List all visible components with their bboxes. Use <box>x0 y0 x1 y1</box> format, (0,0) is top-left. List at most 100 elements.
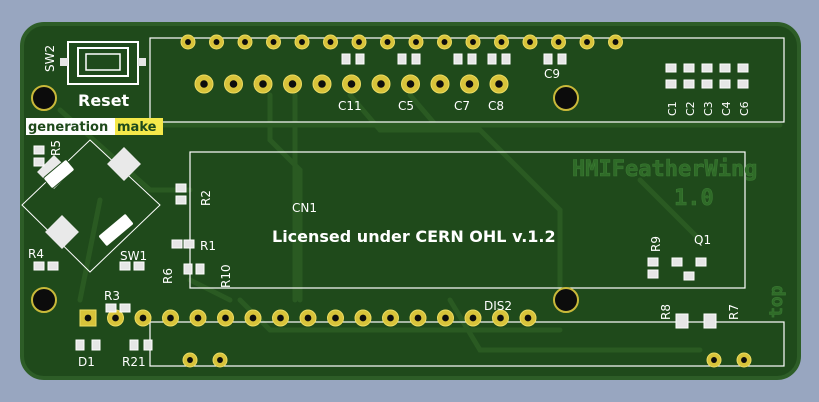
reset-switch <box>60 41 146 85</box>
pin-drill-hole <box>304 314 312 322</box>
ref-c6: C6 <box>738 101 751 116</box>
mounting-holes <box>31 85 579 313</box>
ref-r7: R7 <box>727 304 741 320</box>
pin-drill-hole <box>612 39 619 45</box>
pin-drill-hole <box>270 39 277 45</box>
pin-drill-hole <box>187 357 193 363</box>
pin-drill-hole <box>470 39 476 45</box>
pin-drill-hole <box>332 314 339 322</box>
pin-drill-hole <box>213 39 220 45</box>
pin-drill-hole <box>249 314 257 322</box>
ref-d1: D1 <box>78 355 95 369</box>
pin-drill-hole <box>299 39 305 45</box>
ref-dis2: DIS2 <box>484 299 512 313</box>
reset-label: Reset <box>78 91 130 110</box>
pin-drill-hole <box>222 314 229 322</box>
pin-drill-hole <box>318 80 326 88</box>
ref-c2: C2 <box>684 101 697 116</box>
pin-drill-hole <box>495 80 503 88</box>
header-pins-bottom-edge <box>182 352 752 368</box>
sw1-outline <box>21 139 161 273</box>
pin-drill-hole <box>441 39 448 45</box>
pcb-board <box>20 22 801 380</box>
pin-drill-hole <box>185 39 191 45</box>
ref-sw2: SW2 <box>43 45 57 72</box>
logo-left-bg <box>26 118 115 135</box>
ref-q1: Q1 <box>694 233 711 247</box>
ref-r8: R8 <box>659 304 673 320</box>
pin-drill-hole <box>167 314 174 322</box>
pin-drill-hole <box>465 80 474 88</box>
license-text: Licensed under CERN OHL v.1.2 <box>272 227 556 246</box>
ref-c3: C3 <box>702 101 715 116</box>
logo-make-text: make <box>117 120 157 135</box>
pin-drill-hole <box>741 357 747 363</box>
display-outline <box>189 151 746 289</box>
logo-right-bg <box>115 118 163 135</box>
pin-drill-hole <box>356 39 362 45</box>
pin-drill-hole <box>442 314 449 322</box>
board-version-embossed: 1.0 <box>674 186 714 211</box>
pin-drill-hole <box>242 39 248 45</box>
smd-components <box>33 53 717 351</box>
ref-c7: C7 <box>454 99 470 113</box>
mounting-hole <box>553 85 579 111</box>
pin-drill-hole <box>414 314 422 322</box>
ref-c5: C5 <box>398 99 414 113</box>
logo-generation-text: generation <box>28 120 108 135</box>
pin-drill-hole <box>139 314 147 322</box>
pin-drill-hole <box>387 314 394 322</box>
pin-drill-hole <box>555 39 562 45</box>
pin-drill-hole <box>469 314 477 322</box>
pin-drill-hole <box>217 357 223 363</box>
ref-c1: C1 <box>666 101 679 116</box>
ref-cn1: CN1 <box>292 201 317 215</box>
header-pins-cn1 <box>194 74 509 94</box>
header-pins-top <box>180 34 623 50</box>
pin-drill-hole <box>497 314 504 322</box>
pin-drill-hole <box>527 39 533 45</box>
board-title-embossed: HMIFeatherWing <box>572 157 757 182</box>
pin-drill-hole <box>436 80 444 88</box>
pin-drill-hole <box>524 314 532 322</box>
ref-r21: R21 <box>122 355 146 369</box>
ref-r5: R5 <box>49 140 63 156</box>
pin-drill-hole <box>377 80 385 88</box>
mounting-hole <box>31 85 57 111</box>
pin-drill-hole <box>277 314 284 322</box>
ref-c8: C8 <box>488 99 504 113</box>
c1-c6-caps <box>665 63 749 89</box>
mounting-hole <box>31 287 57 313</box>
pin-drill-hole <box>584 39 590 45</box>
mounting-hole <box>553 287 579 313</box>
ref-c9: C9 <box>544 67 560 81</box>
pin-drill-hole <box>359 314 367 322</box>
ref-r1: R1 <box>200 239 216 253</box>
pin-drill-hole <box>229 80 238 88</box>
ref-r4: R4 <box>28 247 44 261</box>
pin-drill-hole <box>112 314 119 322</box>
ref-r9: R9 <box>649 236 663 252</box>
pin-drill-hole <box>406 80 415 88</box>
pin-drill-hole <box>498 39 505 45</box>
pin-drill-hole <box>327 39 334 45</box>
ref-r10: R10 <box>219 264 233 288</box>
pin-drill-hole <box>288 80 297 88</box>
side-label-embossed: top <box>766 285 787 318</box>
pin-drill-hole <box>194 314 202 322</box>
pin-drill-hole <box>259 80 267 88</box>
ref-r6: R6 <box>161 268 175 284</box>
pin-drill-hole <box>200 80 208 88</box>
ref-c11: C11 <box>338 99 362 113</box>
pin-drill-hole <box>84 314 92 322</box>
header-pins-dis2 <box>79 309 537 327</box>
pin-drill-hole <box>384 39 391 45</box>
copper-traces <box>57 92 783 353</box>
ref-r2: R2 <box>199 190 213 206</box>
pin-drill-hole <box>347 80 356 88</box>
ref-c4: C4 <box>720 101 733 116</box>
sw1-pads <box>37 147 141 249</box>
pin-drill-hole <box>711 357 717 363</box>
